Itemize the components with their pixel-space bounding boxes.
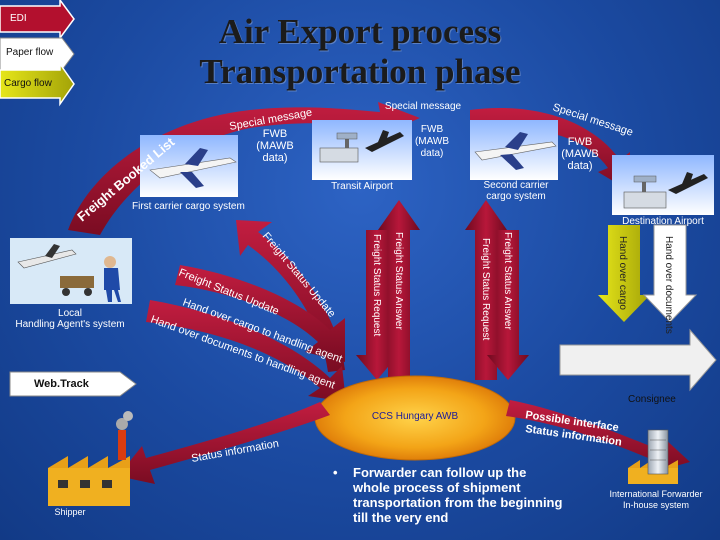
fwb-3-line-2: (MAWB <box>558 148 602 160</box>
fwb-3-line-3: data) <box>558 160 602 172</box>
legend-edi-label: EDI <box>10 13 27 24</box>
consignee-label: Consignee <box>628 394 676 405</box>
second-carrier-sky <box>470 120 558 180</box>
local-agent-line-1: Local <box>4 308 136 319</box>
shipper-factory-icon <box>48 411 133 506</box>
title-line-1: Air Export process <box>180 12 540 52</box>
hand-over-cargo-v-label: Hand over cargo <box>617 236 628 310</box>
title-line-2: Transportation phase <box>180 52 540 92</box>
destination-sky <box>612 155 714 215</box>
status-information-arrow <box>118 402 330 484</box>
ccs-label: CCS Hungary AWB <box>355 411 475 422</box>
fwb-2-line-2: (MAWB <box>412 136 452 148</box>
fwb-1-label: FWB (MAWB data) <box>255 128 295 164</box>
server-cabinet-icon <box>648 430 668 474</box>
fwb-1-line-3: data) <box>255 152 295 164</box>
fwb-1-line-2: (MAWB <box>255 140 295 152</box>
bullet-dot: • <box>333 465 338 480</box>
fwb-3-line-1: FWB <box>558 136 602 148</box>
intl-forwarder-line-1: International Forwarder <box>592 489 720 500</box>
first-carrier-label: First carrier cargo system <box>132 201 262 212</box>
fs-answer-1-label: Freight Status Answer <box>393 232 404 330</box>
second-carrier-label: Second carrier cargo system <box>470 180 562 202</box>
consignee-arrow <box>560 330 716 390</box>
legend-cargo-label: Cargo flow <box>4 78 52 89</box>
transit-sky <box>312 120 412 180</box>
shipper-label: Shipper <box>20 507 120 517</box>
fwb-2-line-3: data) <box>412 148 452 160</box>
intl-forwarder-line-2: In-house system <box>592 500 720 511</box>
fwb-1-line-1: FWB <box>255 128 295 140</box>
local-agent-line-2: Handling Agent's system <box>4 319 136 330</box>
special-message-top-label: Special message <box>378 101 468 112</box>
fs-answer-2-label: Freight Status Answer <box>502 232 513 330</box>
intl-forwarder-label: International Forwarder In-house system <box>592 489 720 511</box>
page-title: Air Export process Transportation phase <box>180 12 540 92</box>
fs-request-2-label: Freight Status Request <box>480 238 491 340</box>
hand-over-docs-v-label: Hand over documents <box>663 236 674 334</box>
local-agent-label: Local Handling Agent's system <box>4 308 136 330</box>
webtrack-label: Web.Track <box>34 378 89 390</box>
fs-request-1-label: Freight Status Request <box>371 234 382 336</box>
fwb-2-label: FWB (MAWB data) <box>412 124 452 160</box>
fwb-3-label: FWB (MAWB data) <box>558 136 602 172</box>
second-carrier-line-2: cargo system <box>470 191 562 202</box>
second-carrier-line-1: Second carrier <box>470 180 562 191</box>
local-agent-image <box>10 238 132 304</box>
destination-airport-label: Destination Airport <box>612 216 714 227</box>
transit-airport-label: Transit Airport <box>312 181 412 192</box>
bullet-text: Forwarder can follow up the whole proces… <box>353 465 563 525</box>
legend-paper-label: Paper flow <box>6 47 53 58</box>
fwb-2-line-1: FWB <box>412 124 452 136</box>
